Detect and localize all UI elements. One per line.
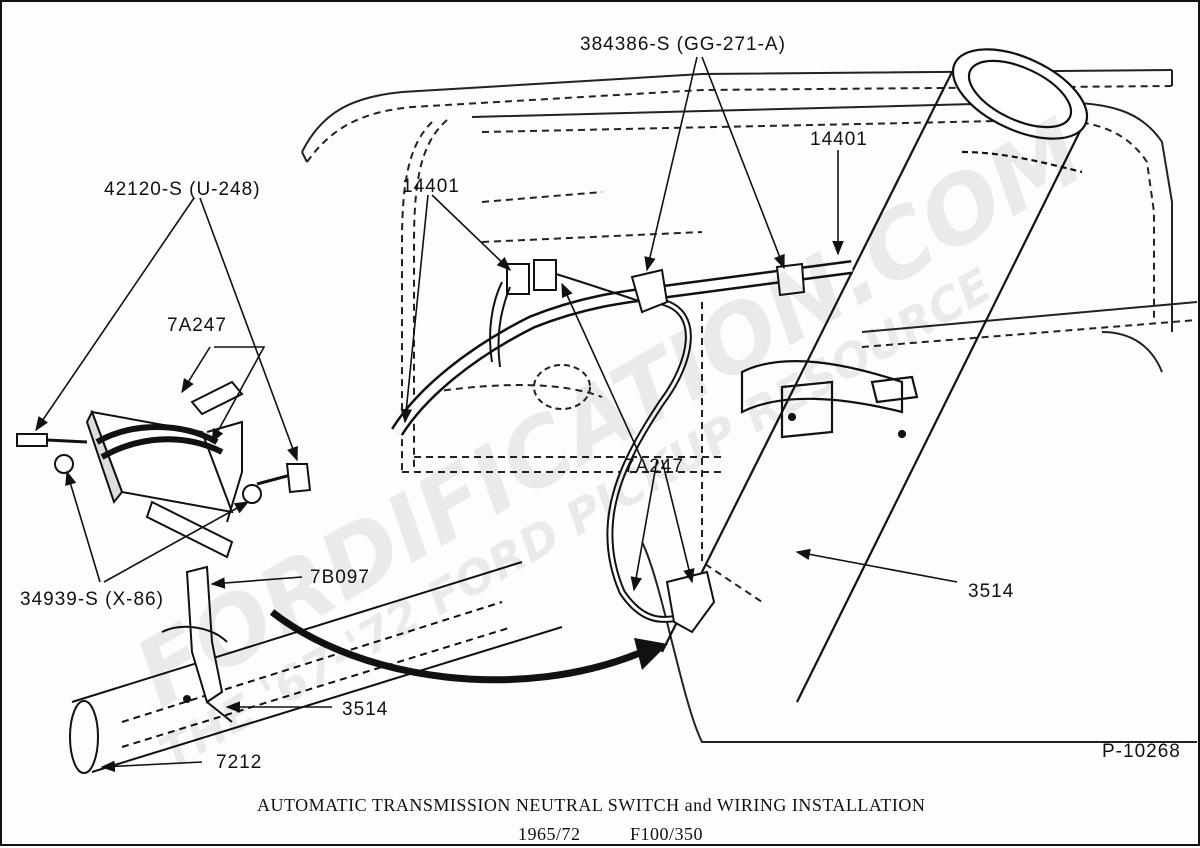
label-switch-mid: 7A247: [624, 456, 684, 477]
label-tube-ref: 7212: [216, 752, 263, 773]
leader-lines: [35, 56, 958, 773]
dashboard-outline: [301, 69, 1198, 743]
label-bracket-ref: 7B097: [310, 567, 370, 588]
steering-column: [661, 48, 1089, 703]
figure-number: P-10268: [1102, 741, 1181, 762]
label-column-right: 3514: [968, 581, 1015, 602]
label-nut-ref: 384386-S (GG-271-A): [580, 34, 786, 55]
caption-title: AUTOMATIC TRANSMISSION NEUTRAL SWITCH an…: [257, 795, 926, 815]
label-conduit-left: 14401: [402, 176, 460, 197]
caption-models: F100/350: [630, 824, 704, 844]
lower-column-assembly: [69, 561, 563, 774]
label-switch-top: 7A247: [167, 315, 227, 336]
direction-arrow: [269, 609, 644, 684]
label-column-left: 3514: [342, 699, 389, 720]
label-bolt-ref: 42120-S (U-248): [104, 179, 261, 200]
label-washer-ref: 34939-S (X-86): [20, 589, 164, 610]
wiring-harness-right: [391, 259, 853, 634]
neutral-switch-assembly: [16, 380, 312, 559]
caption-years: 1965/72: [518, 824, 581, 844]
label-conduit-right: 14401: [810, 129, 868, 150]
